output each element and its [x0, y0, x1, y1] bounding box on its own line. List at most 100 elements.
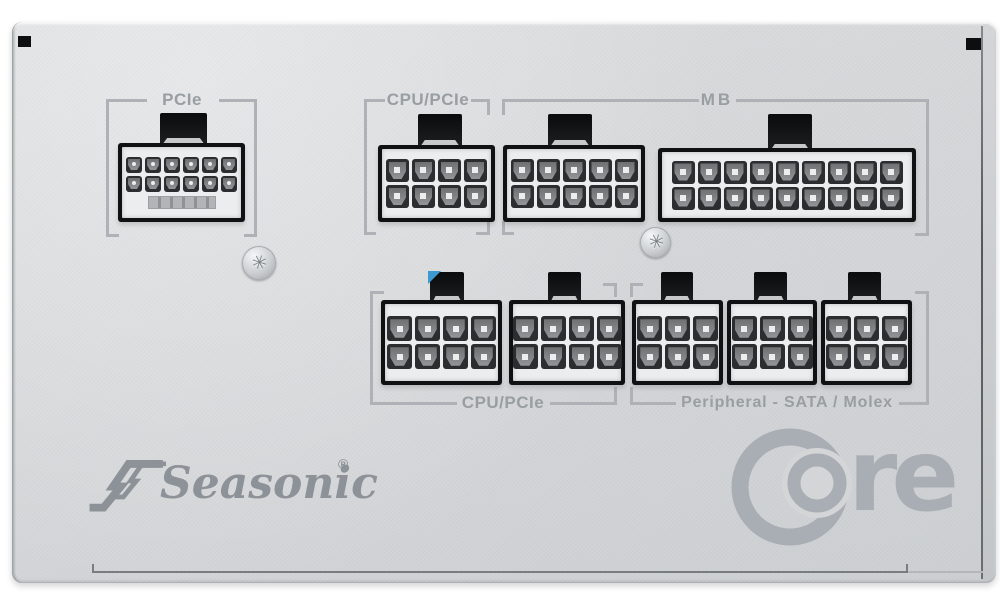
pin-socket [853, 186, 877, 210]
bracket-line [603, 283, 615, 286]
pin-socket [787, 344, 813, 369]
connector-peripheral-6pin-1[interactable] [632, 300, 723, 385]
bracket-line [370, 291, 384, 294]
seasonic-logo: Seasonic ® [88, 448, 388, 538]
bracket-line [630, 387, 633, 405]
pin-socket [464, 185, 487, 208]
pin-socket [568, 316, 594, 341]
pin-socket [596, 316, 622, 341]
core-co-rings-icon [731, 428, 852, 546]
seasonic-wordmark: Seasonic [160, 458, 378, 509]
connector-peripheral-6pin-2[interactable] [727, 300, 817, 385]
blue-corner-mark [428, 271, 441, 284]
pin-socket [588, 185, 612, 208]
pin-socket [386, 159, 409, 182]
pin-socket [145, 175, 161, 192]
bracket-line [550, 402, 617, 405]
pin-socket [637, 344, 662, 369]
pin-socket [665, 344, 690, 369]
bracket-line [502, 221, 505, 235]
connector-cpu-pcie-8pin-2[interactable] [509, 300, 625, 385]
sense-pin-strip [147, 195, 216, 209]
pin-socket [801, 160, 825, 184]
bracket-line [109, 99, 147, 102]
cable-latch-tab [428, 271, 464, 303]
connector-mb-10pin[interactable] [503, 145, 645, 222]
bracket-line [899, 402, 929, 405]
panel-right-side-face [983, 24, 994, 581]
panel-seam-tick [906, 564, 908, 573]
bracket-line [244, 234, 257, 237]
pin-socket [471, 316, 496, 341]
pin-socket [202, 175, 218, 192]
pin-socket [387, 344, 412, 369]
pin-socket [562, 159, 586, 182]
pin-socket [749, 160, 773, 184]
connector-shroud [731, 304, 813, 381]
pin-socket [145, 156, 161, 173]
pin-socket [749, 186, 773, 210]
screw-head-icon: ✳ [644, 230, 667, 255]
cable-latch-tab [548, 114, 592, 147]
cable-latch-tab [160, 113, 207, 145]
pin-socket [387, 316, 412, 341]
panel-right-edge [981, 26, 983, 579]
bracket-line [370, 291, 373, 405]
pin-socket [759, 344, 785, 369]
pin-socket [386, 185, 409, 208]
pin-socket [221, 175, 237, 192]
pin-socket [723, 160, 747, 184]
cable-latch-tab [548, 272, 581, 303]
pin-socket [827, 186, 851, 210]
bracket-line [219, 99, 257, 102]
pin-socket [443, 316, 468, 341]
bracket-line [630, 283, 633, 297]
bracket-line [915, 233, 927, 236]
bracket-line [505, 99, 699, 102]
pin-socket [775, 186, 799, 210]
bracket-line [926, 99, 929, 236]
connector-shroud [385, 304, 498, 381]
pin-socket [164, 175, 180, 192]
pin-socket [415, 316, 440, 341]
pin-socket [415, 344, 440, 369]
pin-socket [126, 156, 142, 173]
pin-socket [412, 159, 435, 182]
pin-socket [827, 160, 851, 184]
pin-socket [510, 185, 534, 208]
pin-socket [723, 186, 747, 210]
group-label-mb: MB [700, 90, 734, 109]
connector-mb-18pin[interactable] [658, 148, 916, 222]
connector-pcie-12pin[interactable] [118, 143, 245, 222]
bracket-line [630, 283, 643, 286]
bracket-line [736, 99, 929, 102]
pin-socket [164, 156, 180, 173]
bracket-line [471, 99, 490, 102]
group-label-peripheral: Peripheral - SATA / Molex [681, 394, 893, 411]
bracket-line [502, 99, 505, 115]
panel-screw: ✳ [640, 227, 671, 258]
screw-head-icon: ✳ [248, 250, 270, 276]
pin-socket [126, 175, 142, 192]
pin-socket [588, 159, 612, 182]
pin-socket [854, 344, 879, 369]
pin-socket [879, 186, 903, 210]
core-logo: re [730, 426, 960, 553]
pin-socket [202, 156, 218, 173]
pin-socket [693, 316, 718, 341]
bracket-line [915, 291, 927, 294]
connector-cpu-pcie-8pin-top[interactable] [378, 145, 495, 222]
connector-cpu-pcie-8pin-1[interactable] [381, 300, 502, 385]
connector-peripheral-6pin-3[interactable] [821, 300, 912, 385]
connector-shroud [122, 147, 241, 218]
connector-shroud [507, 149, 641, 218]
pin-socket [697, 160, 721, 184]
pin-socket [568, 344, 594, 369]
pin-socket [443, 344, 468, 369]
bracket-line [502, 232, 514, 235]
pin-socket [671, 186, 695, 210]
bracket-line [614, 283, 617, 297]
pin-socket [183, 175, 199, 192]
pin-socket [826, 344, 851, 369]
bracket-line [364, 99, 367, 235]
